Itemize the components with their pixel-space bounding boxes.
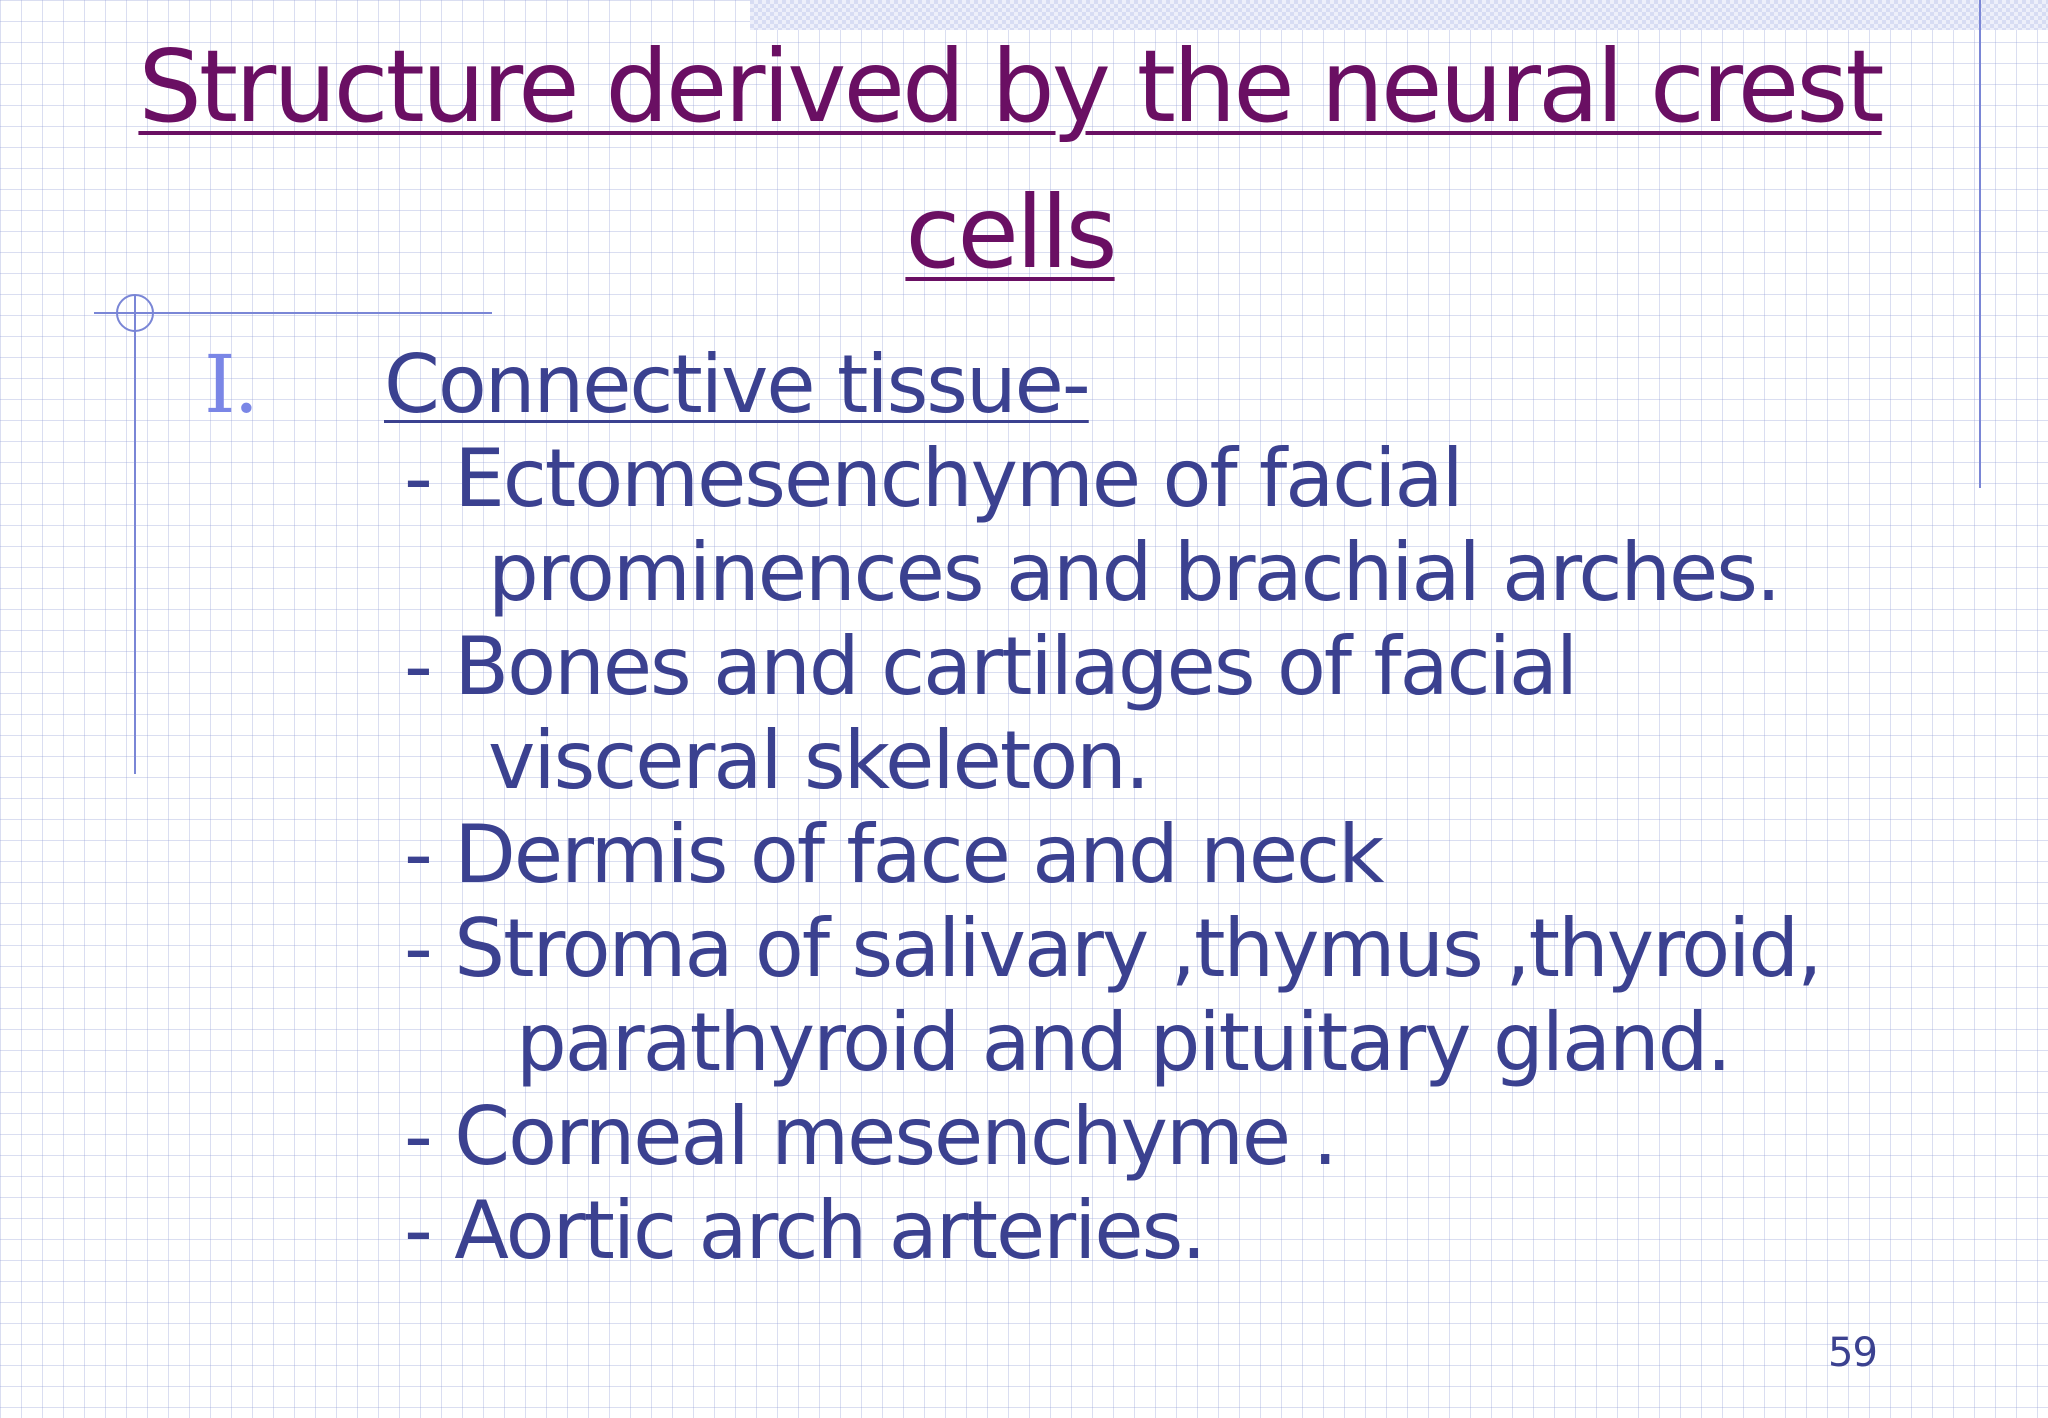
section-title: Connective tissue-: [384, 338, 1091, 431]
left-vertical-rule: [134, 296, 136, 774]
list-item-line: - Aortic arch arteries.: [404, 1184, 1207, 1277]
section-number: I.: [204, 338, 259, 431]
list-item-line: - Dermis of face and neck: [404, 808, 1384, 901]
page-number: 59: [1828, 1330, 1878, 1376]
list-item-continuation: parathyroid and pituitary gland.: [516, 996, 1732, 1089]
list-item-continuation: visceral skeleton.: [488, 714, 1150, 807]
slide-title: Structure derived by the neural crest ce…: [138, 28, 1884, 291]
list-item-line: - Corneal mesenchyme .: [404, 1090, 1338, 1183]
list-item-line: - Ectomesenchyme of facial: [404, 432, 1464, 525]
crosshair-circle-icon: [116, 294, 154, 332]
horizontal-rule: [94, 312, 492, 314]
list-item-continuation: prominences and brachial arches.: [488, 526, 1781, 619]
right-vertical-rule: [1979, 0, 1981, 488]
slide-content: I. Connective tissue- - Ectomesenchyme of…: [204, 338, 1924, 1278]
list-item-line: - Stroma of salivary ,thymus ,thyroid,: [404, 902, 1823, 995]
section-heading: I. Connective tissue-: [204, 338, 1924, 432]
list-item-line: - Bones and cartilages of facial: [404, 620, 1578, 713]
top-decorative-band: [750, 0, 2048, 30]
